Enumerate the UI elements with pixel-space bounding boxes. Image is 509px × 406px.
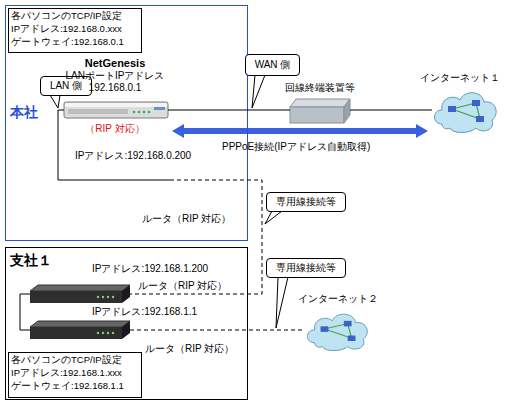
status-led xyxy=(107,296,109,298)
status-led xyxy=(97,332,99,334)
node-title: LAN 側 xyxy=(40,80,92,92)
node-title: NetGenesis xyxy=(55,57,175,69)
callout-tail xyxy=(252,75,265,108)
internet-cloud-shape xyxy=(305,308,371,352)
device-top xyxy=(65,103,167,107)
callout-bubble: WAN 側 xyxy=(245,54,300,76)
node-title: 各パソコンのTCP/IP設定 xyxy=(11,354,139,366)
callout-bubble: 専用線接続等 xyxy=(266,192,346,212)
office-region: 支社１IPアドレス:192.168.1.200ルータ（RIP 対応）IPアドレス… xyxy=(5,247,248,400)
status-led xyxy=(133,111,136,114)
internet-cloud-shape xyxy=(432,86,500,134)
device-side xyxy=(344,99,350,123)
node-title: インターネット１ xyxy=(412,72,508,84)
router-device: NetGenesisLANポートIPアドレス 192.168.0.1（RIP 対… xyxy=(64,100,168,120)
device-strip xyxy=(68,109,128,114)
network-host xyxy=(472,100,480,106)
router-device-shape xyxy=(30,284,130,304)
node-text: IPアドレス:192.168.0.xxx xyxy=(11,23,139,35)
node-text: ゲートウェイ:192.168.0.1 xyxy=(11,36,139,48)
node-title: WAN 側 xyxy=(245,59,300,71)
node-title: IPアドレス:192.168.1.200 xyxy=(92,263,242,275)
network-line xyxy=(58,110,64,180)
router-side xyxy=(122,285,130,303)
status-led xyxy=(148,111,151,114)
node-text: ゲートウェイ:192.168.1.1 xyxy=(11,380,139,392)
network-host xyxy=(448,106,456,112)
node-title: IPアドレス:192.168.1.1 xyxy=(92,306,242,318)
router-device: IPアドレス:192.168.1.1ルータ（RIP 対応） xyxy=(30,320,130,340)
network-host xyxy=(344,321,352,327)
settings-box: 各パソコンのTCP/IP設定IPアドレス:192.168.0.xxxゲートウェイ… xyxy=(8,8,142,53)
cloud-group xyxy=(435,93,497,133)
lan-wire xyxy=(58,180,170,181)
node-title: 支社１ xyxy=(10,252,70,268)
router-front xyxy=(30,291,122,303)
cloud-outline xyxy=(307,314,367,350)
status-led xyxy=(102,332,104,334)
router-device: IPアドレス:192.168.1.200ルータ（RIP 対応） xyxy=(30,284,130,304)
cloud-outline xyxy=(435,93,497,133)
leased-line xyxy=(130,180,262,294)
node-title: 各パソコンのTCP/IP設定 xyxy=(11,10,139,22)
node-title: 専用線接続等 xyxy=(266,196,346,208)
node-text: ルータ（RIP 対応） xyxy=(145,343,249,355)
network-line xyxy=(20,294,30,330)
node-text: IPアドレス:192.168.1.xxx xyxy=(11,367,139,379)
internet-cloud: インターネット２ xyxy=(305,308,371,352)
pppoe-arrow xyxy=(172,124,428,138)
status-led xyxy=(112,296,114,298)
router-node: IPアドレス:192.168.0.200ルータ（RIP 対応） xyxy=(58,172,170,188)
status-led xyxy=(138,111,141,114)
device-body xyxy=(64,102,168,118)
network-line xyxy=(350,110,432,111)
leased-line xyxy=(130,330,305,331)
cloud-group xyxy=(307,314,367,350)
router-top xyxy=(30,285,130,291)
network-host xyxy=(348,336,356,342)
callout-bubble: 専用線接続等 xyxy=(266,258,346,278)
network-line xyxy=(168,110,290,111)
connection-label: PPPoE接続(IPアドレス自動取得) xyxy=(222,141,422,153)
callout-tail xyxy=(50,95,60,108)
callout-tail xyxy=(276,277,288,328)
node-title: 専用線接続等 xyxy=(266,262,346,274)
node-text: （RIP 対応） xyxy=(60,123,170,135)
status-led xyxy=(107,332,109,334)
router-device-shape xyxy=(30,320,130,340)
status-led xyxy=(143,111,146,114)
callout-tail xyxy=(265,211,282,224)
network-host xyxy=(321,326,329,332)
node-text: LANポートIPアドレス 192.168.0.1 xyxy=(55,70,175,94)
network-host xyxy=(476,116,484,122)
device-logo xyxy=(154,107,165,110)
router-front xyxy=(30,327,122,339)
internet-cloud: インターネット１ xyxy=(432,86,500,134)
router-device-shape xyxy=(64,100,168,120)
device-front xyxy=(290,107,344,123)
status-led xyxy=(112,332,114,334)
router-node-shape xyxy=(58,172,170,188)
terminal-device-shape xyxy=(290,97,350,123)
node-title: 本社 xyxy=(10,104,50,120)
node-title: インターネット２ xyxy=(288,293,388,305)
node-text: ルータ（RIP 対応） xyxy=(138,280,242,292)
node-title: 回線終端装置等 xyxy=(275,82,365,94)
device-top xyxy=(290,99,350,107)
status-led xyxy=(97,296,99,298)
node-title: IPアドレス:192.168.0.200 xyxy=(75,150,225,162)
office-region: 本社 各パソコンのTCP/IP設定IPアドレス:192.168.0.xxxゲートウ… xyxy=(5,5,248,241)
status-led xyxy=(102,296,104,298)
settings-box: 各パソコンのTCP/IP設定IPアドレス:192.168.1.xxxゲートウェイ… xyxy=(8,352,142,398)
terminal-device: 回線終端装置等 xyxy=(290,97,350,123)
node-text: ルータ（RIP 対応） xyxy=(142,213,246,225)
router-top xyxy=(30,321,130,327)
router-side xyxy=(122,321,130,339)
